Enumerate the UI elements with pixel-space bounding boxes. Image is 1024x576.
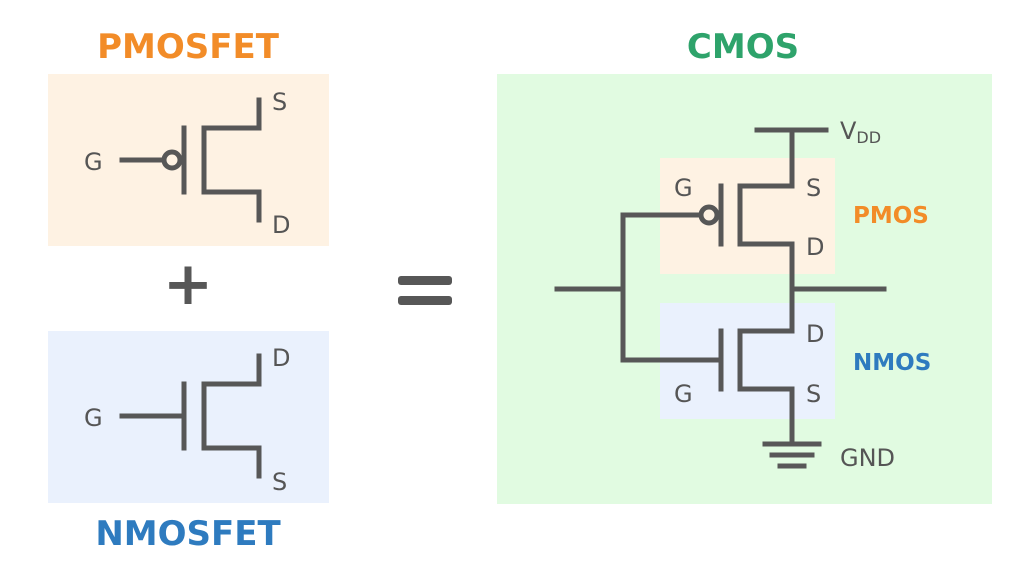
cmos-pmos-drain-label: D <box>806 233 824 261</box>
pmos-source-label: S <box>272 88 287 116</box>
cmos-pmos-label: PMOS <box>853 203 929 229</box>
nmosfet-title: NMOSFET <box>95 514 281 554</box>
cmos-nmos-gate-label: G <box>674 380 693 408</box>
equals-bar-top <box>398 276 452 285</box>
nmos-source-label: S <box>272 468 287 496</box>
nmos-drain-lead <box>201 353 262 387</box>
pmos-drain-lead <box>201 189 262 223</box>
nmos-drain-label: D <box>272 344 290 372</box>
cmos-circuit <box>554 127 887 469</box>
pmosfet-title: PMOSFET <box>97 27 280 67</box>
nmos-source-lead <box>201 445 262 479</box>
ground-icon <box>762 441 822 469</box>
pmosfet-panel <box>48 74 329 246</box>
cmos-nmos-source-label: S <box>806 380 821 408</box>
vdd-label: VDD <box>840 117 881 147</box>
cmos-pmos-gate-label: G <box>674 174 693 202</box>
pmos-drain-label: D <box>272 211 290 239</box>
plus-operator: + <box>163 249 213 319</box>
pmosfet-symbol <box>119 97 262 223</box>
nmosfet-symbol <box>119 353 262 479</box>
gnd-label: GND <box>840 444 895 472</box>
pmos-gate-label: G <box>84 148 103 176</box>
cmos-nmos-drain-label: D <box>806 320 824 348</box>
nmos-gate-label: G <box>84 404 103 432</box>
equals-bar-bottom <box>398 296 452 305</box>
cmos-pmos-inversion-bubble <box>698 204 720 226</box>
nmosfet-panel <box>48 331 329 503</box>
cmos-nmos-label: NMOS <box>853 350 931 376</box>
equals-operator <box>398 276 452 305</box>
cmos-title: CMOS <box>687 27 799 67</box>
cmos-pmos-source-label: S <box>806 174 821 202</box>
pmos-inversion-bubble <box>161 149 183 171</box>
pmos-source-lead <box>201 97 262 131</box>
